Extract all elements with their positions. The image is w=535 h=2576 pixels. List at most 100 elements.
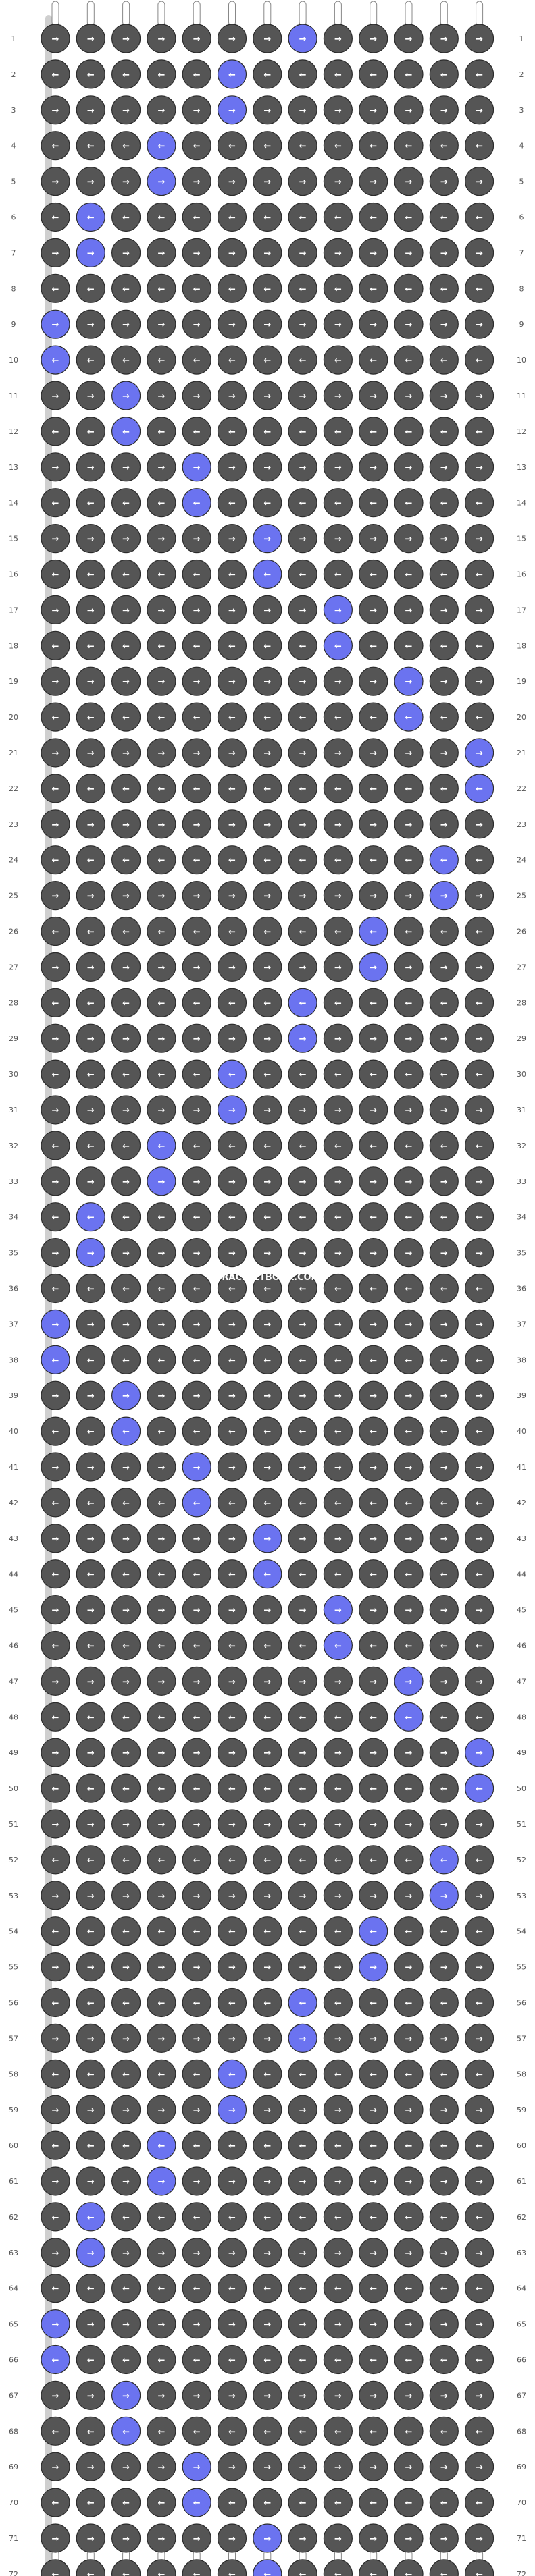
- knot: [359, 2488, 388, 2517]
- knot: [76, 2523, 105, 2553]
- knot: [76, 59, 105, 89]
- knot-arrow: →: [334, 2249, 342, 2259]
- knot-arrow: →: [405, 320, 413, 330]
- knot-arrow: →: [440, 535, 448, 545]
- knot: [111, 2452, 141, 2481]
- knot-arrow: →: [122, 320, 130, 330]
- row-number-left: 39: [9, 1391, 18, 1400]
- knot-arrow: ←: [122, 856, 130, 866]
- row-number-left: 38: [9, 1356, 18, 1364]
- knot-arrow: ←: [263, 2284, 271, 2295]
- knot: [217, 309, 247, 339]
- knot: [147, 1345, 176, 1374]
- knot: [323, 1666, 353, 1696]
- knot: [429, 1345, 459, 1374]
- knot: [217, 1916, 247, 1946]
- knot: [76, 1380, 105, 1410]
- knot: [323, 559, 353, 589]
- knot-arrow: →: [87, 1606, 95, 1616]
- knot-arrow: ←: [263, 2070, 271, 2080]
- knot-arrow: →: [193, 2391, 201, 2401]
- knot: [111, 2095, 141, 2124]
- knot: [147, 202, 176, 232]
- knot: [323, 2380, 353, 2410]
- knot-arrow: →: [476, 2320, 483, 2330]
- knot-arrow: →: [87, 2177, 95, 2187]
- knot-arrow: →: [157, 1677, 165, 1687]
- knot-arrow: →: [405, 392, 413, 402]
- knot: [323, 1380, 353, 1410]
- knot: [182, 738, 211, 768]
- knot-arrow: →: [440, 1034, 448, 1044]
- knot-arrow: →: [193, 1606, 201, 1616]
- knot-arrow: ←: [476, 70, 483, 80]
- knot: [429, 1666, 459, 1696]
- knot-arrow: →: [334, 1463, 342, 1473]
- knot-arrow: ←: [476, 2070, 483, 2080]
- knot-arrow: →: [440, 2249, 448, 2259]
- knot: [217, 880, 247, 911]
- knot-arrow: ←: [122, 1784, 130, 1794]
- knot: [111, 988, 141, 1017]
- knot-arrow: →: [122, 1391, 130, 1401]
- knot: [359, 845, 388, 875]
- knot: [147, 1380, 176, 1410]
- knot: [288, 2095, 317, 2124]
- knot: [429, 630, 459, 660]
- knot: [464, 202, 494, 232]
- row-number-left: 23: [9, 820, 18, 829]
- knot: [76, 559, 105, 589]
- knot-arrow: →: [476, 1748, 483, 1759]
- knot: [41, 2130, 70, 2160]
- knot: [182, 1881, 211, 1910]
- knot-arrow: →: [122, 34, 130, 45]
- knot-arrow: →: [370, 1963, 377, 1973]
- knot: [464, 1809, 494, 1839]
- knot-arrow: →: [476, 677, 483, 687]
- knot: [111, 630, 141, 660]
- knot-arrow: →: [157, 2391, 165, 2401]
- knot: [394, 1595, 424, 1625]
- knot: [76, 95, 105, 125]
- knot-arrow: ←: [122, 1642, 130, 1652]
- knot: [217, 24, 247, 53]
- knot-arrow: →: [370, 963, 377, 973]
- knot-arrow: →: [370, 820, 377, 830]
- knot-arrow: →: [263, 392, 271, 402]
- knot: [182, 2130, 211, 2160]
- knot: [288, 1559, 317, 1589]
- knot-arrow: →: [370, 2034, 377, 2044]
- knot-arrow: ←: [440, 784, 448, 795]
- row-number-right: 60: [517, 2141, 526, 2150]
- knot-arrow: →: [52, 1391, 59, 1401]
- knot: [41, 1845, 70, 1875]
- knot: [429, 2488, 459, 2517]
- knot: [76, 24, 105, 53]
- knot-arrow: ←: [228, 998, 236, 1009]
- knot-arrow: →: [157, 178, 165, 188]
- knot-arrow: →: [263, 1891, 271, 1902]
- knot-arrow: →: [405, 1963, 413, 1973]
- knot-arrow: →: [122, 2177, 130, 2187]
- knot-arrow: ←: [157, 713, 165, 723]
- knot-arrow: ←: [87, 1427, 95, 1437]
- knot-arrow: ←: [193, 1213, 201, 1223]
- row-number-left: 46: [9, 1642, 18, 1651]
- knot-arrow: ←: [440, 856, 448, 866]
- knot: [147, 2559, 176, 2576]
- knot: [147, 1809, 176, 1839]
- knot-arrow: ←: [193, 1499, 201, 1509]
- knot-arrow: →: [87, 2034, 95, 2044]
- knot-arrow: →: [299, 1249, 307, 1259]
- knot: [253, 24, 282, 53]
- knot-arrow: ←: [440, 1927, 448, 1937]
- row-number-left: 32: [9, 1142, 18, 1150]
- knot: [217, 202, 247, 232]
- knot: [41, 1987, 70, 2018]
- knot: [217, 916, 247, 946]
- knot: [323, 1131, 353, 1160]
- knot: [359, 630, 388, 660]
- knot: [147, 273, 176, 303]
- knot-arrow: ←: [370, 713, 377, 723]
- knot: [288, 880, 317, 911]
